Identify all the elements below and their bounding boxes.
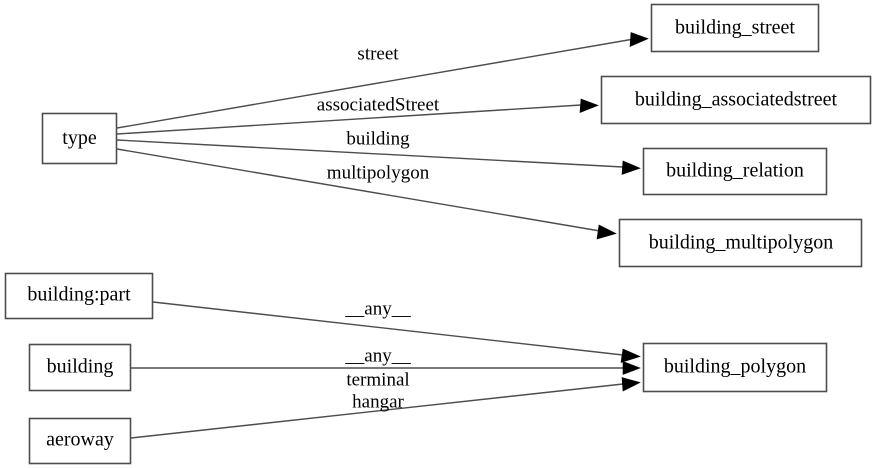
node-building-associatedstreet[interactable]: building_associatedstreet	[600, 75, 872, 125]
node-box	[41, 112, 118, 165]
edges-layer	[116, 32, 649, 439]
node-box	[28, 417, 132, 465]
edge-label-building: building	[346, 128, 410, 149]
nodes-layer: type building_street building_associated…	[4, 3, 872, 465]
arrowhead-icon	[579, 98, 599, 113]
node-box	[618, 218, 863, 268]
node-label: building_multipolygon	[649, 232, 833, 254]
node-label: building	[47, 356, 114, 378]
node-box	[600, 75, 872, 125]
edge-label-aeroway-terminal: terminal	[346, 369, 409, 390]
edge-type-building[interactable]	[116, 139, 641, 175]
node-label: building_street	[675, 17, 795, 39]
arrowhead-icon	[622, 361, 641, 375]
edge-label-buildingpart-any: __any__	[344, 298, 411, 319]
node-building-street[interactable]: building_street	[650, 3, 820, 53]
edge-label-aeroway-hangar: hangar	[352, 391, 404, 412]
node-box	[642, 147, 828, 196]
edge-label-associatedstreet: associatedStreet	[317, 94, 440, 115]
node-label: building:part	[27, 284, 131, 306]
edge-buildingpart-any[interactable]	[152, 301, 641, 363]
node-type[interactable]: type	[41, 112, 118, 165]
edge-type-multipolygon[interactable]	[116, 148, 617, 240]
edge-label-street: street	[357, 43, 399, 64]
edge-type-street[interactable]	[116, 32, 649, 129]
node-box	[650, 3, 820, 53]
node-building-relation[interactable]: building_relation	[642, 147, 828, 196]
arrowhead-icon	[620, 348, 641, 363]
arrowhead-icon	[621, 160, 641, 175]
edge-aeroway-terminal-hangar[interactable]	[130, 377, 641, 439]
edge-line	[116, 139, 624, 168]
edge-label-building-any: __any__	[344, 345, 411, 366]
edge-line	[116, 104, 582, 135]
node-building[interactable]: building	[28, 343, 132, 392]
node-label: building_associatedstreet	[635, 89, 838, 111]
edge-labels-layer: street associatedStreet building multipo…	[317, 43, 440, 412]
node-building-polygon[interactable]: building_polygon	[642, 342, 828, 393]
edge-type-associatedstreet[interactable]	[116, 98, 599, 135]
node-label: building_relation	[666, 160, 804, 182]
edge-line	[130, 383, 624, 439]
edge-building-any[interactable]	[131, 361, 641, 375]
edge-line	[116, 148, 601, 232]
node-label: type	[62, 127, 97, 149]
node-label: aeroway	[46, 429, 114, 451]
node-building-part[interactable]: building:part	[4, 272, 154, 320]
edge-line	[152, 301, 624, 356]
edge-label-multipolygon: multipolygon	[327, 162, 430, 183]
node-building-multipolygon[interactable]: building_multipolygon	[618, 218, 863, 268]
node-aeroway[interactable]: aeroway	[28, 417, 132, 465]
arrowhead-icon	[629, 32, 649, 47]
arrowhead-icon	[621, 377, 641, 392]
node-box	[28, 343, 132, 392]
node-label: building_polygon	[664, 356, 806, 378]
arrowhead-icon	[596, 224, 617, 240]
edge-line	[116, 38, 632, 129]
node-box	[642, 342, 828, 393]
node-box	[4, 272, 154, 320]
